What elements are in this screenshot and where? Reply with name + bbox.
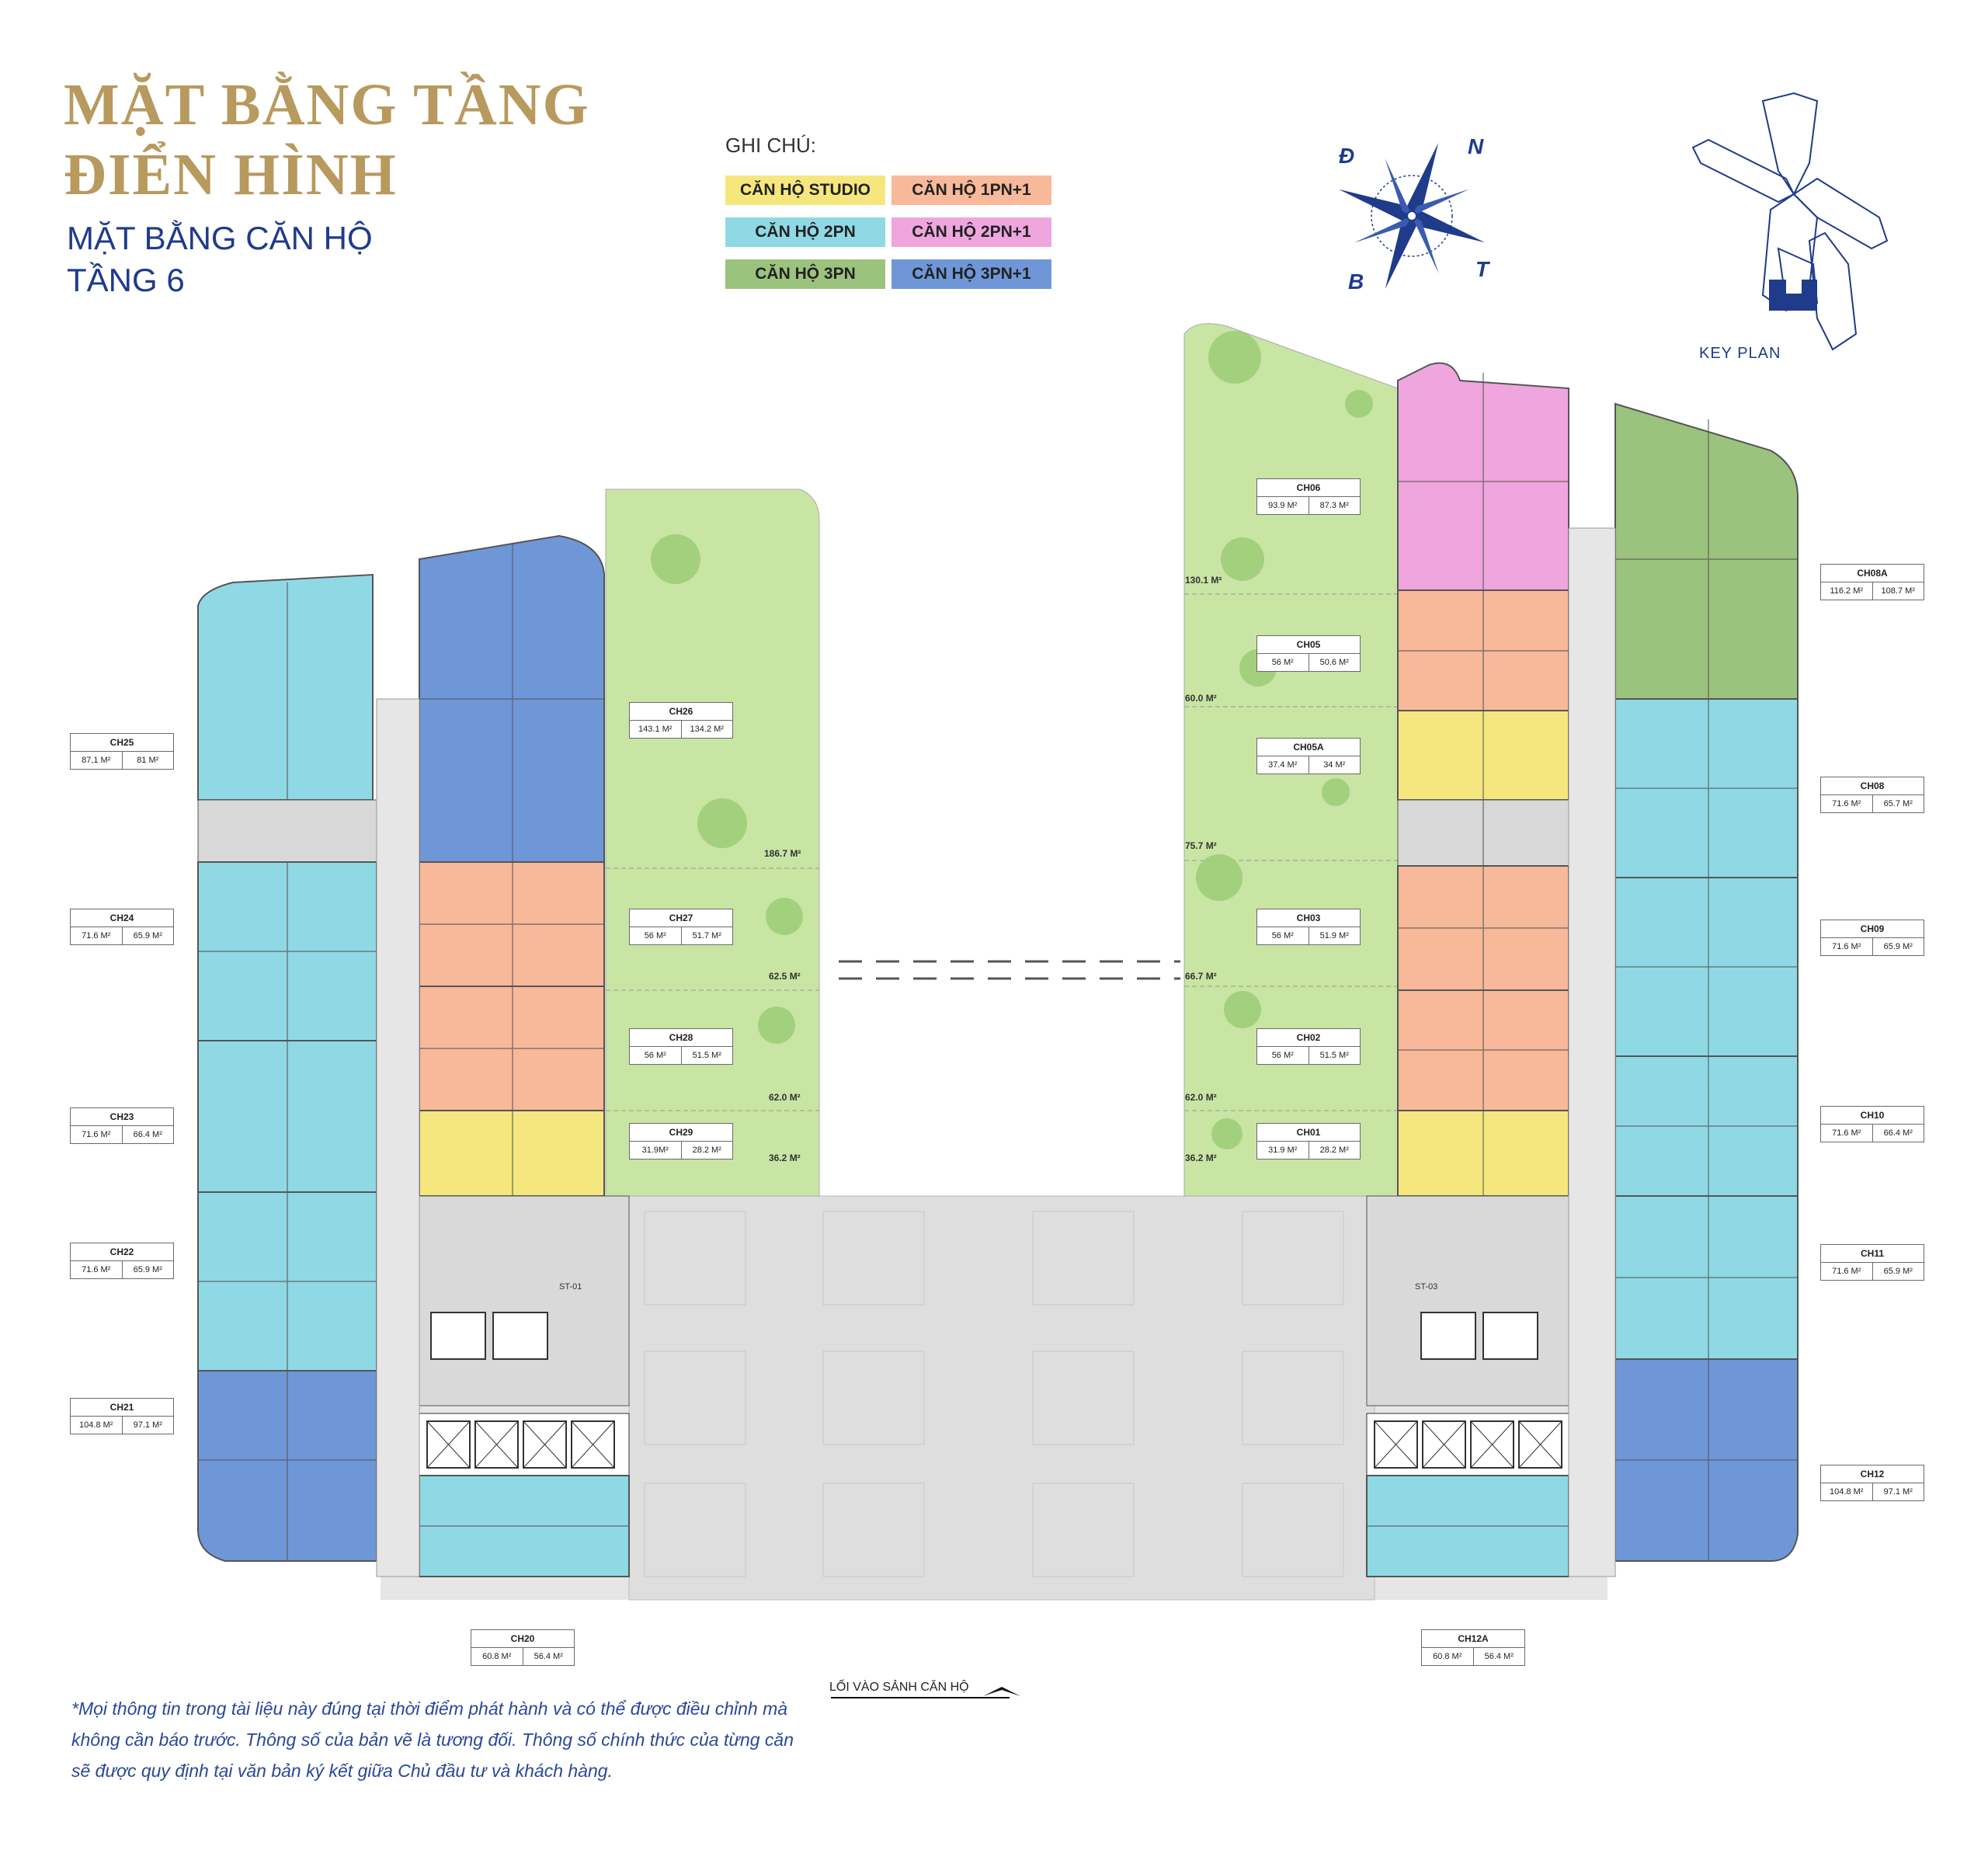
legend-title: GHI CHÚ:: [725, 134, 816, 157]
page-title: MẶT BẰNG TẦNG: [64, 72, 590, 137]
page-title-line2: ĐIỂN HÌNH: [64, 142, 398, 207]
legend-studio: CĂN HỘ STUDIO: [725, 176, 885, 205]
garden-area-right-3: 75.7 M²: [1185, 840, 1217, 851]
garden-area-left-2: 62.5 M²: [769, 971, 801, 982]
unit-ch08a: [1614, 402, 1799, 700]
compass-south: T: [1475, 257, 1491, 281]
compass-east: Đ: [1339, 144, 1354, 168]
legend-1pn1: CĂN HỘ 1PN+1: [891, 176, 1051, 205]
garden-area-right-4: 66.7 M²: [1185, 971, 1217, 982]
entrance-label: LỐI VÀO SẢNH CĂN HỘ: [829, 1681, 969, 1694]
key-plan-icon: [1691, 92, 1889, 351]
core-left: [419, 1195, 630, 1406]
garden-area-left-4: 36.2 M²: [769, 1153, 801, 1163]
core-right: [1366, 1195, 1569, 1406]
stair-label-left: ST-01: [559, 1282, 582, 1292]
page-subtitle: MẶT BẰNG CĂN HỘ: [67, 220, 373, 256]
legend-3pn: CĂN HỘ 3PN: [725, 259, 885, 289]
garden-area-left-1: 186.7 M²: [764, 848, 801, 859]
central-atrium: [628, 1195, 1375, 1601]
unit-ch29: [419, 1110, 605, 1197]
stair-left-upper: [197, 799, 377, 863]
garden-area-right-2: 60.0 M²: [1185, 693, 1217, 704]
compass-north: N: [1468, 134, 1484, 158]
entrance-arrow-icon: [983, 1687, 1020, 1696]
compass-west: B: [1348, 269, 1364, 294]
disclaimer-note: *Mọi thông tin trong tài liệu này đúng t…: [71, 1698, 794, 1781]
tree-icons: [651, 331, 1373, 1149]
garden-area-right-5: 62.0 M²: [1185, 1092, 1217, 1103]
garden-area-left-3: 62.0 M²: [769, 1092, 801, 1103]
floor-number: TẦNG 6: [67, 262, 185, 298]
legend-2pn: CĂN HỘ 2PN: [725, 217, 885, 247]
garden-area-right-6: 36.2 M²: [1185, 1153, 1217, 1163]
garden-area-right-1: 130.1 M²: [1185, 575, 1222, 586]
compass-rose-icon: N Đ B T: [1339, 134, 1491, 294]
unit-ch25: [197, 573, 374, 801]
stair-label-right: ST-03: [1415, 1282, 1437, 1292]
legend-3pn1: CĂN HỘ 3PN+1: [891, 259, 1051, 289]
key-plan-label: KEY PLAN: [1699, 345, 1781, 362]
legend-2pn1: CĂN HỘ 2PN+1: [891, 217, 1051, 247]
